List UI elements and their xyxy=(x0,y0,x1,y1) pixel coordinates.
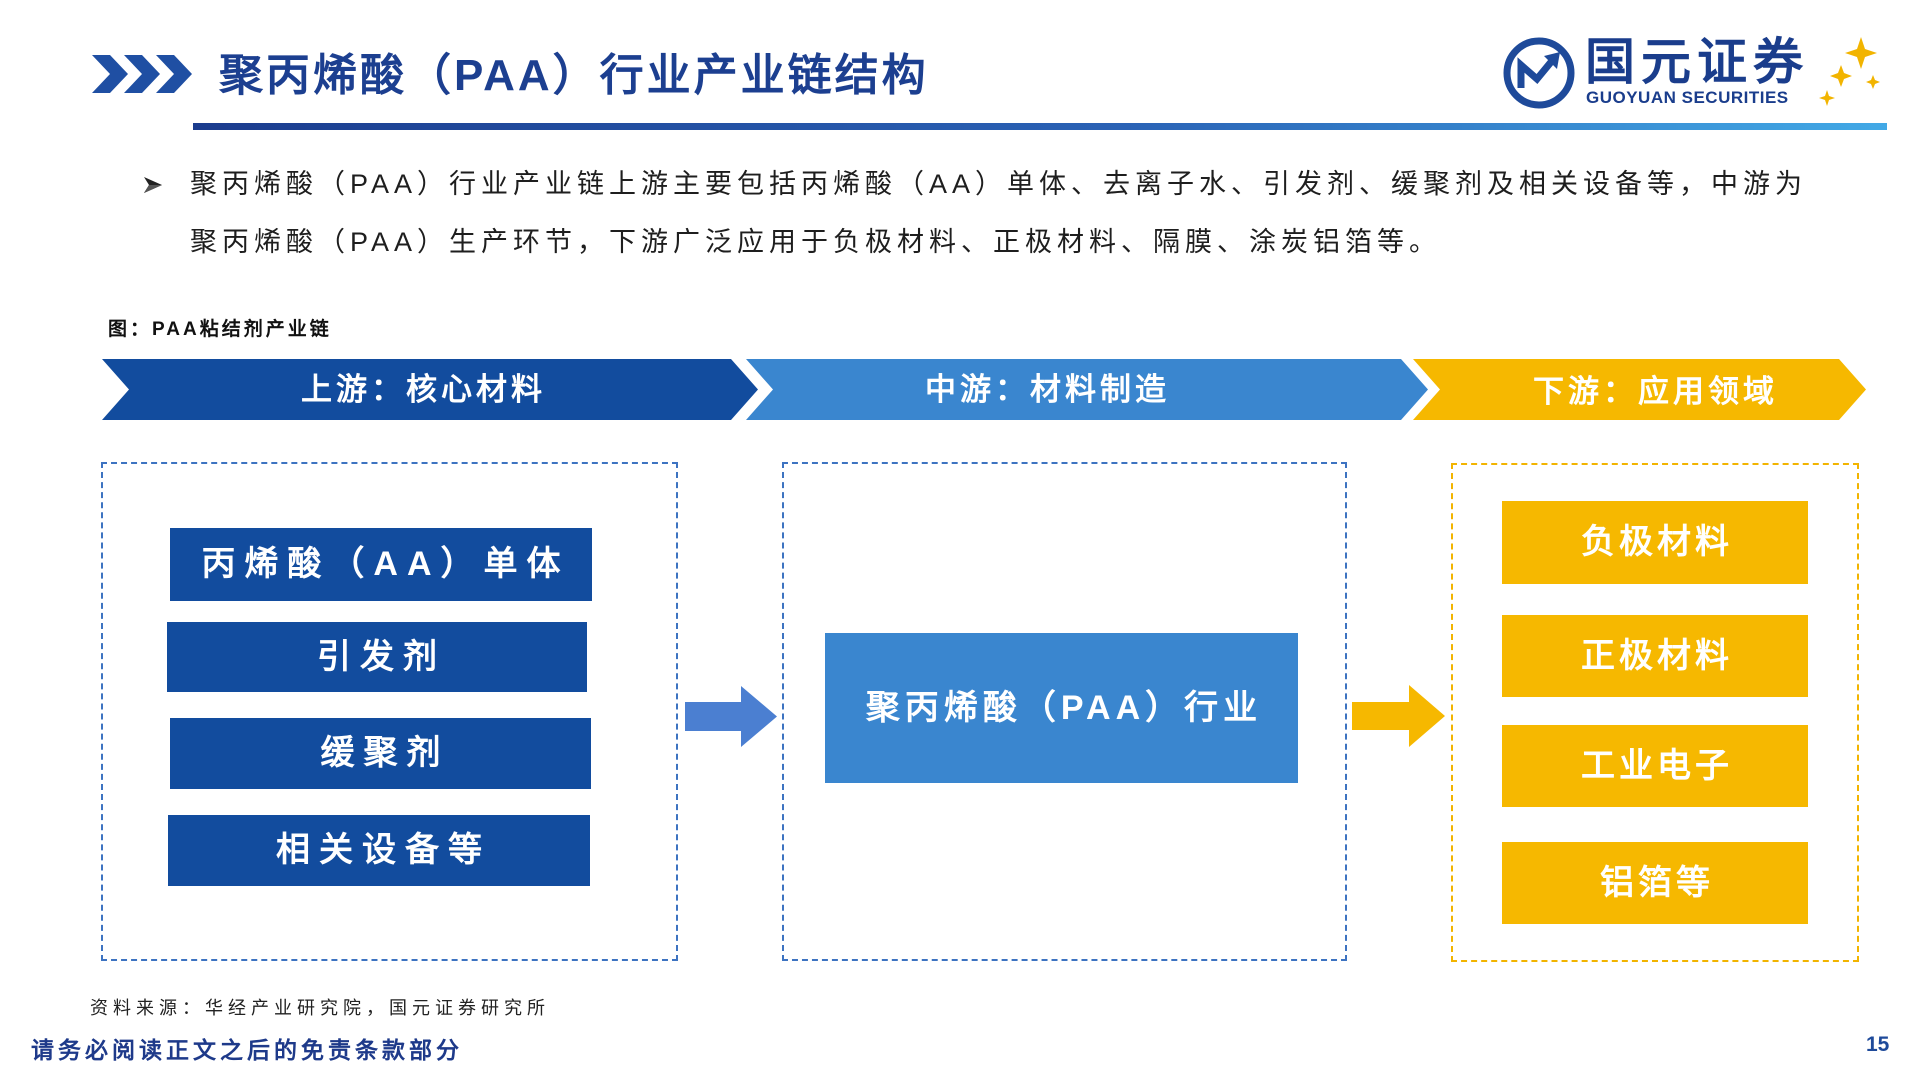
summary-line: 聚丙烯酸（PAA）生产环节，下游广泛应用于负极材料、正极材料、隔膜、涂炭铝箔等。 xyxy=(190,227,1442,257)
stage-label: 上游：核心材料 xyxy=(301,372,546,407)
downstream-item: 铝箔等 xyxy=(1502,842,1808,924)
upstream-item: 引发剂 xyxy=(167,622,587,692)
upstream-item: 相关设备等 xyxy=(168,815,590,886)
midstream-group xyxy=(782,462,1347,961)
page-number: 15 xyxy=(1866,1033,1890,1056)
stage-banner-downstream: 下游：应用领域 xyxy=(1413,359,1866,420)
downstream-item: 工业电子 xyxy=(1502,725,1808,807)
figure-caption: 图：PAA粘结剂产业链 xyxy=(108,319,332,340)
upstream-item: 缓聚剂 xyxy=(170,718,591,789)
upstream-item: 丙烯酸（AA）单体 xyxy=(170,528,592,601)
upstream-group xyxy=(101,462,678,961)
disclaimer: 请务必阅读正文之后的免责条款部分 xyxy=(31,1037,463,1063)
logo-name-en: GUOYUAN SECURITIES xyxy=(1586,88,1789,107)
source-note: 资料来源：华经产业研究院，国元证券研究所 xyxy=(90,998,550,1018)
stage-banner-upstream: 上游：核心材料 xyxy=(102,359,758,420)
stage-label: 中游：材料制造 xyxy=(925,372,1170,407)
stage-banner-midstream: 中游：材料制造 xyxy=(746,359,1428,420)
downstream-group xyxy=(1451,463,1859,962)
summary-line: 聚丙烯酸（PAA）行业产业链上游主要包括丙烯酸（AA）单体、去离子水、引发剂、缓… xyxy=(190,169,1808,199)
gold-stars-icon xyxy=(1819,37,1880,106)
page-title: 聚丙烯酸（PAA）行业产业链结构 xyxy=(219,51,929,100)
logo-name-cn: 国元证券 xyxy=(1585,34,1809,90)
downstream-item: 正极材料 xyxy=(1502,615,1808,697)
right-arrow-icon xyxy=(1352,685,1445,747)
header-divider xyxy=(193,123,1887,130)
right-arrow-icon xyxy=(685,686,777,747)
arrowhead-bullet-icon xyxy=(144,177,162,193)
downstream-item: 负极材料 xyxy=(1502,501,1808,584)
triple-chevron-icon xyxy=(92,55,192,93)
midstream-item: 聚丙烯酸（PAA）行业 xyxy=(825,633,1298,783)
stage-label: 下游：应用领域 xyxy=(1533,374,1778,409)
logo-emblem-icon xyxy=(1503,37,1575,109)
